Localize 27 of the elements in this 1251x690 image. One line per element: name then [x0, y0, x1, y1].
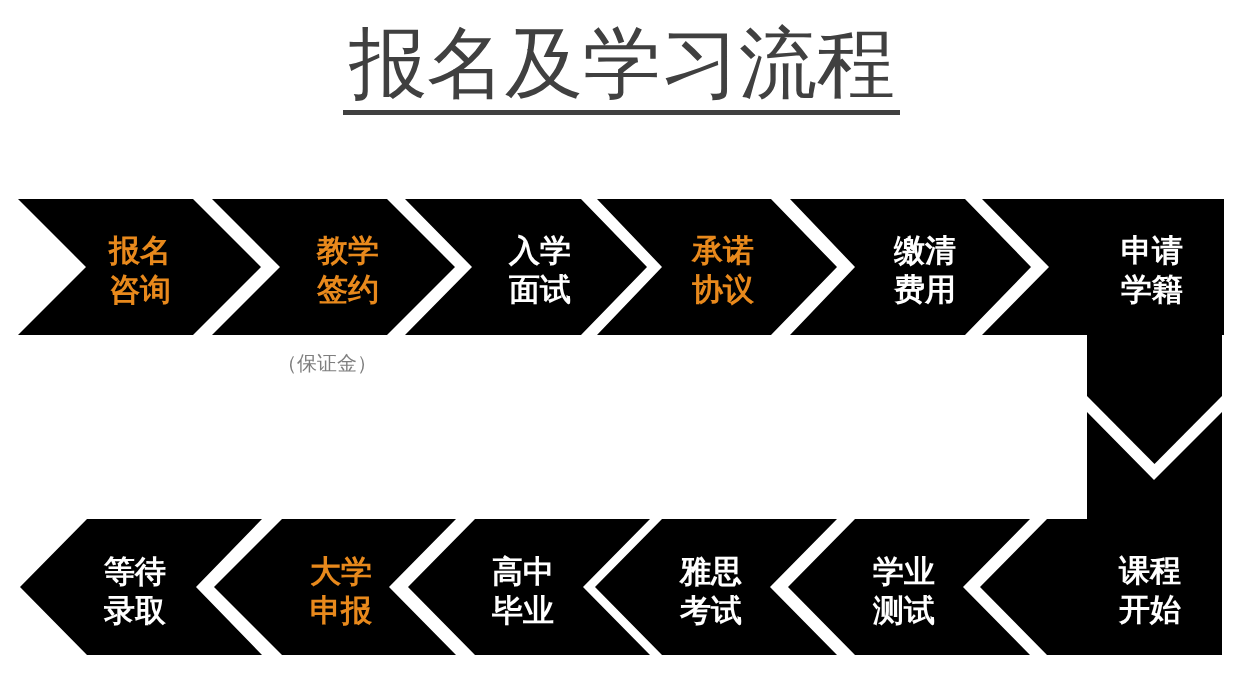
step-label: 课程开始 — [1117, 551, 1182, 629]
chevron-step — [597, 199, 837, 335]
step-label: 入学面试 — [507, 231, 572, 309]
step-label: 大学申报 — [309, 552, 373, 630]
step-label: 报名咨询 — [107, 231, 172, 309]
chevron-step — [788, 519, 1030, 655]
chevron-step — [408, 519, 650, 655]
step-label: 等待录取 — [103, 552, 167, 630]
step-label: 缴清费用 — [892, 231, 957, 309]
chevron-step — [214, 519, 456, 655]
chevron-step — [790, 199, 1031, 335]
step-label: 雅思考试 — [678, 552, 743, 630]
step-label: 高中毕业 — [491, 552, 555, 630]
step-label: 教学签约 — [315, 231, 380, 309]
step-block — [980, 412, 1222, 655]
chevron-step — [405, 199, 647, 335]
step-label: 学业测试 — [872, 552, 936, 630]
chevron-step — [20, 519, 262, 655]
step-label: 承诺协议 — [690, 231, 755, 309]
chevron-step — [595, 519, 837, 655]
title-heading: 报名及学习流程 — [343, 19, 900, 115]
step-label: 申请学籍 — [1120, 231, 1184, 309]
chevron-step — [212, 199, 455, 335]
down-arrow — [1087, 335, 1222, 464]
note-text: （保证金） — [277, 351, 377, 375]
chevron-step — [18, 199, 261, 335]
step-block — [982, 199, 1224, 335]
